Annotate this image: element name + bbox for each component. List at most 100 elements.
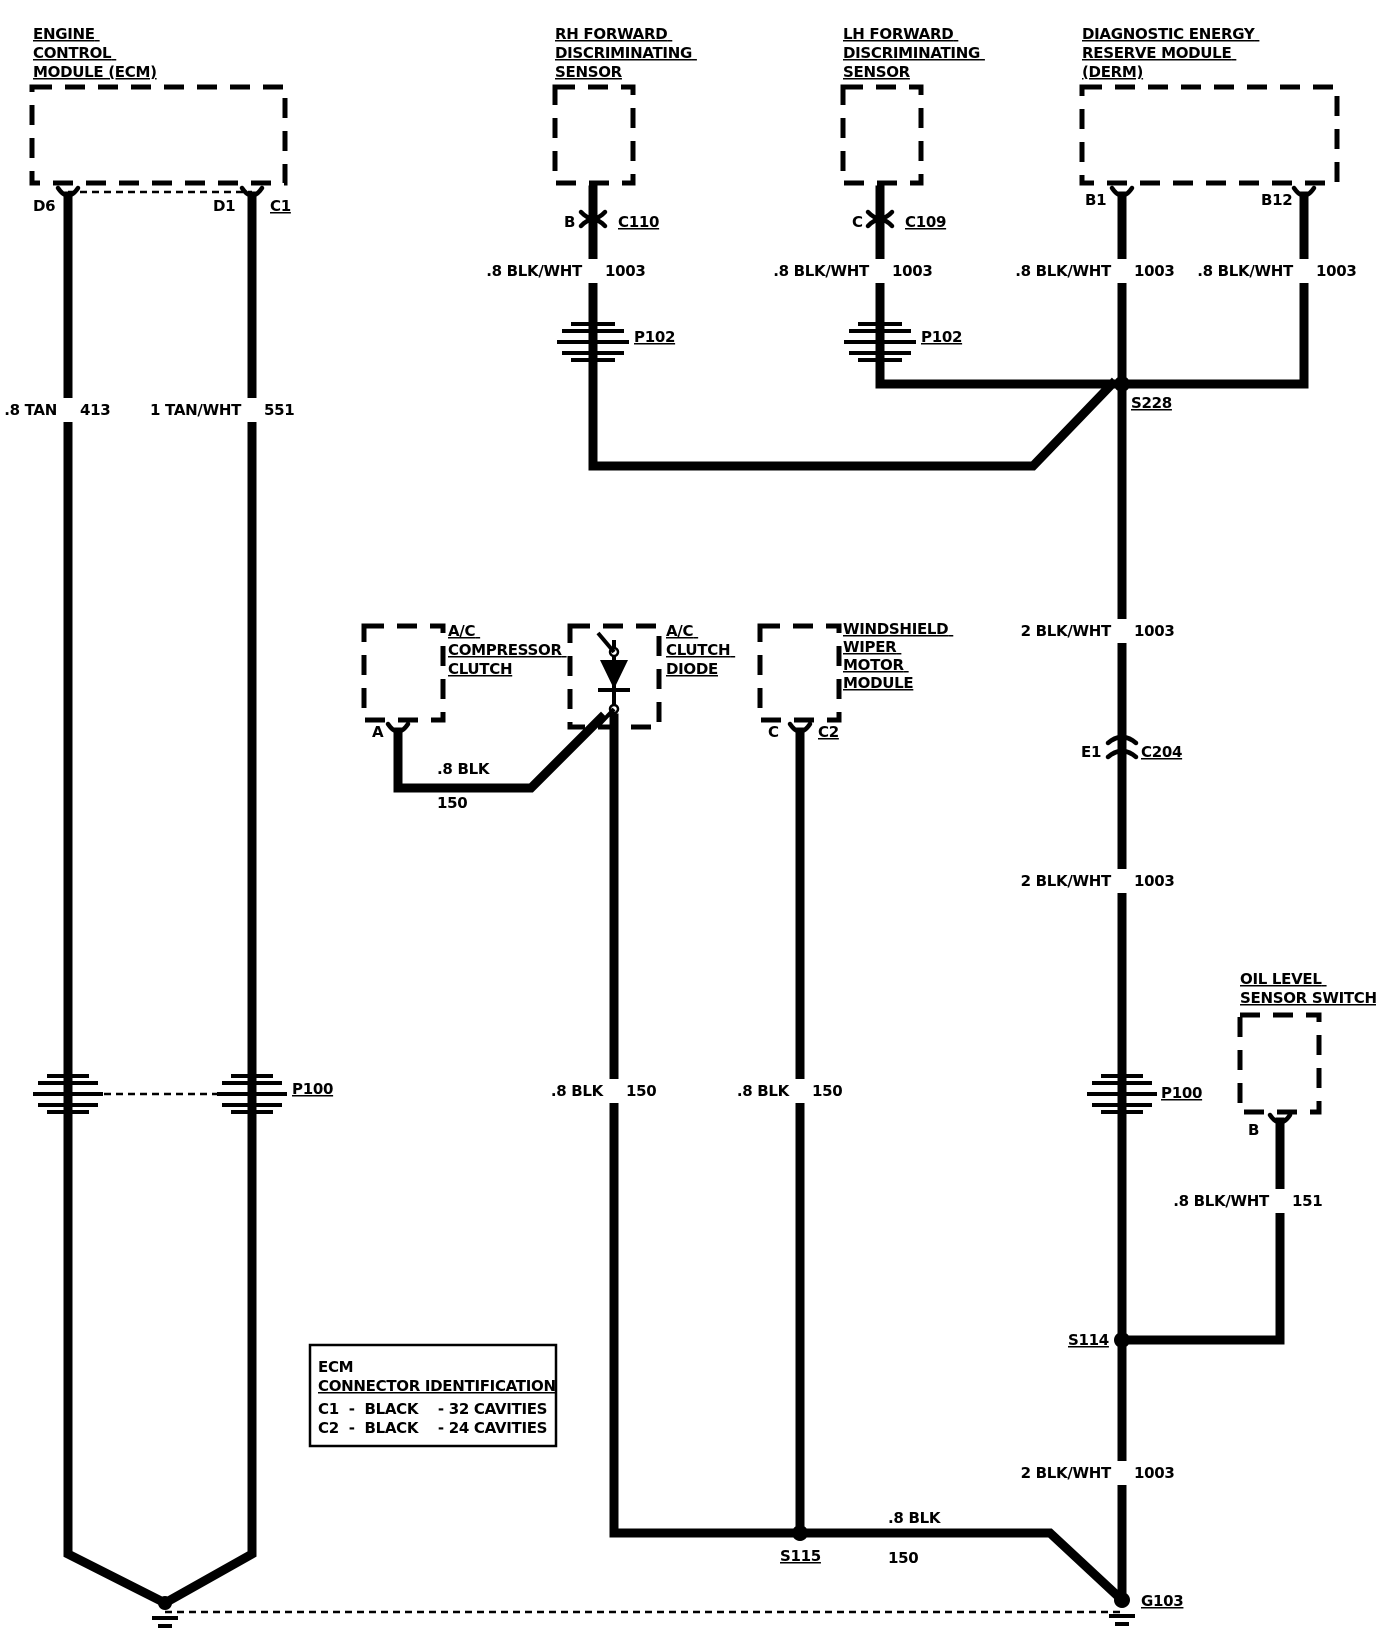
wire-labels: .8 TAN 413 1 TAN/WHT 551 .8 BLK/WHT 1003… (4, 259, 1357, 1567)
lh-sensor-box (840, 84, 924, 186)
wire-rh-sensor (588, 185, 1119, 471)
terminal-wiper-c (787, 721, 813, 734)
wire-derm-b12-circuit: 1003 (1316, 262, 1357, 280)
wire-oil-circuit: 151 (1292, 1192, 1322, 1210)
pin-ecm-d6: D6 (33, 197, 55, 215)
splice-s228 (1114, 376, 1130, 392)
label-s115: S115 (780, 1547, 821, 1565)
label-c204: C204 (1141, 743, 1182, 761)
wire-ac-clutch-circuit: 150 (437, 794, 467, 812)
connector-c109 (865, 209, 895, 229)
ecm-box (29, 84, 288, 186)
pin-lh-c: C (852, 213, 863, 231)
wire-rh-gauge: .8 BLK/WHT (486, 262, 583, 280)
splice-s114 (1114, 1332, 1130, 1348)
wire-main-lower-gauge: 2 BLK/WHT (1021, 1464, 1112, 1482)
wire-main-lower-circuit: 1003 (1134, 1464, 1175, 1482)
derm-title: DIAGNOSTIC ENERGY RESERVE MODULE (DERM) (1082, 25, 1259, 81)
wire-ecm-d6-gauge: .8 TAN (4, 401, 57, 419)
label-c109: C109 (905, 213, 946, 231)
terminal-derm-b12 (1291, 185, 1317, 198)
pin-c204-e1: E1 (1081, 743, 1101, 761)
ac-clutch-title: A/C COMPRESSOR CLUTCH (448, 622, 567, 678)
pin-ecm-d1: D1 (213, 197, 235, 215)
wire-ecm-d6-circuit: 413 (80, 401, 110, 419)
label-p100-left: P100 (292, 1080, 333, 1098)
table-title-line-1: ECM (318, 1358, 353, 1376)
wire-ecm-d1-circuit: 551 (264, 401, 294, 419)
wire-lh-sensor (875, 185, 1127, 389)
connector-labels: C110 C109 P102 P102 P100 P100 C204 S228 … (292, 213, 1202, 1610)
table-title-line-2: CONNECTOR IDENTIFICATION (318, 1377, 556, 1395)
splices (792, 376, 1130, 1541)
pin-derm-b1: B1 (1085, 191, 1106, 209)
grommet-p100-left-b (217, 1074, 287, 1114)
label-s228: S228 (1131, 394, 1172, 412)
grommet-p102-rh (557, 322, 629, 362)
wire-s115-g103-gauge: .8 BLK (888, 1509, 942, 1527)
grommet-p100-left-a (33, 1074, 103, 1114)
ecm-connector-table-frame (308, 1343, 558, 1448)
wire-main-mid-gauge: 2 BLK/WHT (1021, 872, 1112, 890)
pin-wiper-c2: C2 (818, 723, 839, 741)
ac-clutch-box (361, 623, 446, 723)
table-row-c2: C2 - BLACK - 24 CAVITIES (318, 1419, 547, 1437)
pin-derm-b12: B12 (1261, 191, 1292, 209)
label-p100-right: P100 (1161, 1084, 1202, 1102)
wire-oil-gauge: .8 BLK/WHT (1173, 1192, 1270, 1210)
oil-switch-box (1237, 1012, 1322, 1115)
ecm-title: ENGINE CONTROL MODULE (ECM) (33, 25, 157, 81)
terminal-ac-a (385, 721, 411, 734)
wire-derm-b12 (1117, 191, 1309, 389)
pin-labels: D6 D1 C1 B C B1 B12 A C C2 E1 B (33, 191, 1293, 1139)
pin-oil-b: B (1248, 1121, 1259, 1139)
wire-derm-b1-gauge: .8 BLK/WHT (1015, 262, 1112, 280)
connector-c204 (1105, 734, 1139, 760)
wire-lh-circuit: 1003 (892, 262, 933, 280)
diode-icon (596, 631, 630, 728)
pin-ac-a: A (372, 723, 384, 741)
grommet-p100-right (1087, 1074, 1157, 1114)
pin-wiper-c: C (768, 723, 779, 741)
wire-ac-clutch (393, 711, 608, 793)
wire-rh-circuit: 1003 (605, 262, 646, 280)
inline-connectors (33, 209, 1157, 1114)
splice-s115 (792, 1525, 808, 1541)
connector-c110 (578, 209, 608, 229)
terminal-derm-b1 (1109, 185, 1135, 198)
oil-switch-title: OIL LEVEL SENSOR SWITCH (1240, 970, 1376, 1007)
component-boxes (29, 84, 1340, 1115)
grommet-p102-lh (844, 322, 916, 362)
wire-main-upper-circuit: 1003 (1134, 622, 1175, 640)
pin-ecm-c1: C1 (270, 197, 291, 215)
pin-terminals (55, 185, 1317, 1125)
wire-ac-clutch-gauge: .8 BLK (437, 760, 491, 778)
label-s114: S114 (1068, 1331, 1109, 1349)
wire-ecm-d1 (158, 191, 257, 1610)
wire-lh-gauge: .8 BLK/WHT (773, 262, 870, 280)
ground-symbol-g103 (1109, 1592, 1135, 1626)
label-c110: C110 (618, 213, 659, 231)
wiper-box (757, 623, 842, 723)
wire-derm-b12-gauge: .8 BLK/WHT (1197, 262, 1294, 280)
wire-main-mid-circuit: 1003 (1134, 872, 1175, 890)
wire-ecm-d1-gauge: 1 TAN/WHT (150, 401, 242, 419)
terminal-oil-b (1267, 1112, 1293, 1125)
wire-ecm-d6 (63, 191, 172, 1610)
wiper-title: WINDSHIELD WIPER MOTOR MODULE (843, 620, 953, 692)
terminal-ecm-d1 (239, 185, 265, 198)
rh-sensor-box (552, 84, 636, 186)
wire-s115-g103-circuit: 150 (888, 1549, 918, 1567)
ac-diode-title: A/C CLUTCH DIODE (666, 622, 735, 678)
wire-wiper-gauge: .8 BLK (737, 1082, 791, 1100)
label-g103: G103 (1141, 1592, 1183, 1610)
label-p102-lh: P102 (921, 328, 962, 346)
ecm-connector-table: ECM CONNECTOR IDENTIFICATION C1 - BLACK … (318, 1358, 556, 1437)
pin-rh-b: B (564, 213, 575, 231)
table-row-c1: C1 - BLACK - 32 CAVITIES (318, 1400, 547, 1418)
lh-sensor-title: LH FORWARD DISCRIMINATING SENSOR (843, 25, 985, 81)
grounds (152, 1592, 1135, 1628)
wire-s115-g103 (795, 1528, 1129, 1607)
terminal-ecm-d6 (55, 185, 81, 198)
